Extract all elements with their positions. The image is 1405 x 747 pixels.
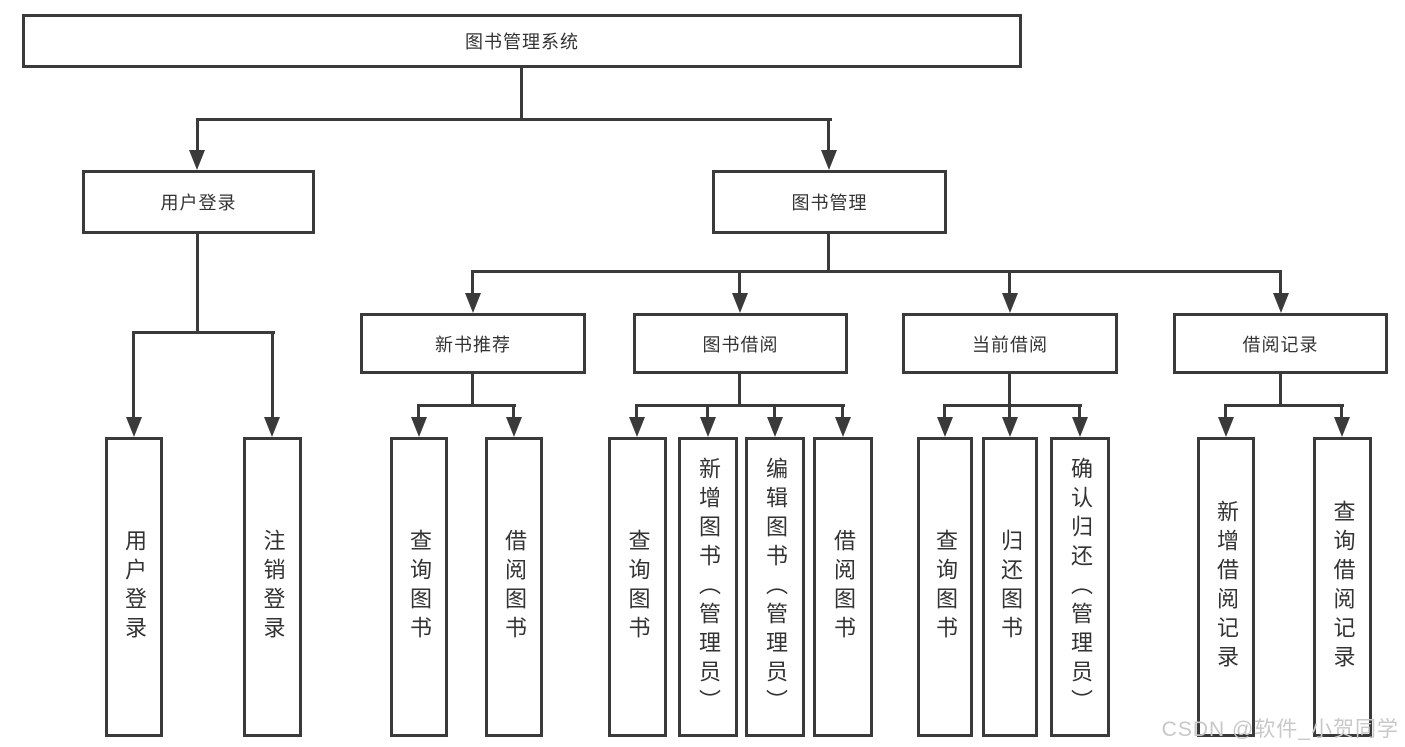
node-label: 查询图书 — [933, 529, 958, 645]
node-label: 查询图书 — [625, 529, 651, 645]
node-current-borrowing: 当前借阅 — [902, 313, 1118, 374]
connector-line — [520, 68, 523, 119]
node-leaf-edit-books-admin: 编辑图书（管理员） — [745, 437, 805, 737]
connector-line — [417, 404, 516, 407]
node-new-book-recommendation: 新书推荐 — [360, 313, 586, 374]
connector-line — [196, 120, 199, 152]
connector-line — [738, 272, 741, 296]
node-label: 图书管理 — [791, 193, 868, 213]
arrow-down-icon — [1072, 417, 1088, 437]
arrow-down-icon — [937, 417, 953, 437]
node-borrowing-records: 借阅记录 — [1173, 313, 1388, 374]
node-leaf-query-books-current: 查询图书 — [917, 437, 973, 737]
node-label: 用户登录 — [122, 529, 147, 645]
connector-line — [1008, 272, 1011, 296]
node-user-login: 用户登录 — [82, 170, 315, 234]
connector-line — [132, 333, 135, 419]
node-label: 查询借阅记录 — [1330, 500, 1356, 674]
arrow-down-icon — [732, 293, 748, 313]
connector-line — [841, 406, 844, 420]
connector-line — [706, 406, 709, 420]
node-label: 注销登录 — [260, 529, 286, 645]
node-label: 确认归还（管理员） — [1068, 456, 1093, 718]
node-label: 新增图书（管理员） — [696, 456, 721, 718]
node-label: 归还图书 — [998, 529, 1023, 645]
node-label: 图书管理系统 — [465, 32, 579, 52]
connector-line — [1279, 272, 1282, 296]
node-leaf-query-borrow-record: 查询借阅记录 — [1313, 437, 1372, 737]
node-label: 借阅图书 — [831, 529, 856, 645]
csdn-watermark: CSDN @软件_小贺同学 — [1161, 718, 1399, 741]
node-leaf-borrow-books-newbook: 借阅图书 — [485, 437, 543, 737]
connector-line — [1224, 406, 1227, 420]
node-leaf-add-books-admin: 新增图书（管理员） — [678, 437, 738, 737]
connector-line — [271, 333, 274, 419]
connector-line — [943, 404, 1082, 407]
arrow-down-icon — [1218, 417, 1234, 437]
node-library-management-system: 图书管理系统 — [22, 14, 1022, 68]
arrow-down-icon — [821, 150, 837, 170]
node-leaf-borrow-books: 借阅图书 — [813, 437, 873, 737]
node-leaf-query-books-borrow: 查询图书 — [608, 437, 667, 737]
node-leaf-user-login: 用户登录 — [105, 437, 163, 737]
node-leaf-confirm-return-admin: 确认归还（管理员） — [1050, 437, 1110, 737]
connector-line — [1279, 374, 1282, 407]
node-label: 查询图书 — [407, 529, 432, 645]
arrow-down-icon — [1002, 417, 1018, 437]
arrow-down-icon — [465, 293, 481, 313]
node-label: 当前借阅 — [972, 334, 1048, 355]
connector-line — [1008, 406, 1011, 420]
arrow-down-icon — [506, 417, 522, 437]
node-book-management: 图书管理 — [712, 170, 947, 234]
connector-line — [132, 331, 275, 334]
connector-line — [417, 406, 420, 420]
node-leaf-query-books-newbook: 查询图书 — [390, 437, 448, 737]
connector-line — [1340, 406, 1343, 420]
node-leaf-logout: 注销登录 — [243, 437, 302, 737]
arrow-down-icon — [189, 150, 205, 170]
node-leaf-add-borrow-record: 新增借阅记录 — [1197, 437, 1255, 737]
connector-line — [471, 272, 474, 296]
connector-line — [827, 234, 830, 272]
connector-line — [738, 374, 741, 407]
arrow-down-icon — [700, 417, 716, 437]
arrow-down-icon — [1334, 417, 1350, 437]
node-label: 新书推荐 — [435, 334, 511, 355]
node-book-borrowing: 图书借阅 — [633, 313, 848, 374]
connector-line — [1008, 374, 1011, 407]
arrow-down-icon — [126, 417, 142, 437]
connector-line — [471, 374, 474, 407]
connector-line — [827, 120, 830, 152]
connector-line — [512, 406, 515, 420]
arrow-down-icon — [1002, 293, 1018, 313]
node-label: 新增借阅记录 — [1214, 500, 1239, 674]
arrow-down-icon — [264, 417, 280, 437]
connector-line — [196, 118, 832, 121]
arrow-down-icon — [1273, 293, 1289, 313]
node-label: 借阅记录 — [1242, 334, 1319, 355]
arrow-down-icon — [411, 417, 427, 437]
connector-line — [943, 406, 946, 420]
arrow-down-icon — [835, 417, 851, 437]
node-label: 编辑图书（管理员） — [763, 456, 788, 718]
node-label: 用户登录 — [160, 193, 237, 213]
arrow-down-icon — [629, 417, 645, 437]
node-leaf-return-books: 归还图书 — [982, 437, 1038, 737]
node-label: 借阅图书 — [502, 529, 527, 645]
connector-line — [196, 234, 199, 334]
connector-line — [1078, 406, 1081, 420]
connector-line — [773, 406, 776, 420]
arrow-down-icon — [767, 417, 783, 437]
connector-line — [635, 404, 845, 407]
node-label: 图书借阅 — [702, 334, 779, 355]
connector-line — [471, 270, 1282, 273]
connector-line — [635, 406, 638, 420]
connector-line — [1224, 404, 1344, 407]
